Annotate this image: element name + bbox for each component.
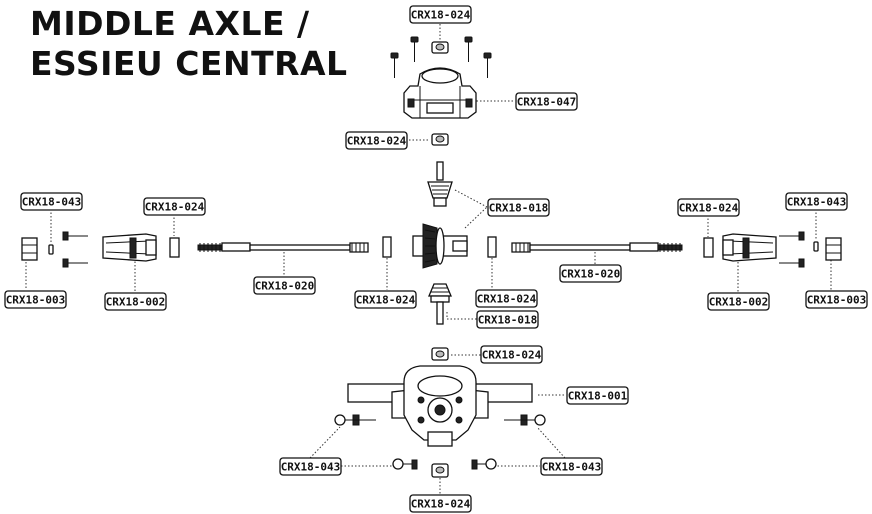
set-screws-side xyxy=(48,241,819,255)
label-crx18-002-left: CRX18-002 xyxy=(104,292,167,311)
label-crx18-024-right: CRX18-024 xyxy=(677,198,740,217)
svg-text:CRX18-047: CRX18-047 xyxy=(517,96,577,109)
pinion-gear-upper xyxy=(427,161,453,207)
svg-text:CRX18-043: CRX18-043 xyxy=(542,461,602,474)
pinion-gear-lower xyxy=(428,283,452,325)
svg-text:CRX18-001: CRX18-001 xyxy=(568,390,628,403)
screws-left xyxy=(62,231,88,268)
label-crx18-024-top: CRX18-024 xyxy=(409,5,472,24)
svg-text:CRX18-024: CRX18-024 xyxy=(679,202,739,215)
knuckle-left xyxy=(102,233,157,262)
svg-text:CRX18-003: CRX18-003 xyxy=(807,294,867,307)
label-crx18-020-right: CRX18-020 xyxy=(559,264,622,283)
label-crx18-043-bottom-left: CRX18-043 xyxy=(279,457,342,476)
label-crx18-001: CRX18-001 xyxy=(566,386,629,405)
leader-lines xyxy=(25,24,832,494)
label-crx18-024-center-right: CRX18-024 xyxy=(475,289,538,308)
label-crx18-003-left: CRX18-003 xyxy=(4,290,67,309)
axle-housing xyxy=(347,365,533,447)
ring-gear xyxy=(412,223,468,269)
label-crx18-043-left: CRX18-043 xyxy=(20,192,83,211)
label-crx18-020-left: CRX18-020 xyxy=(253,276,316,295)
label-crx18-047: CRX18-047 xyxy=(515,92,578,111)
label-crx18-024-center-left: CRX18-024 xyxy=(354,290,417,309)
title-line-1: MIDDLE AXLE / xyxy=(30,4,310,43)
svg-text:CRX18-024: CRX18-024 xyxy=(411,498,471,511)
cover-screws xyxy=(390,36,492,78)
svg-text:CRX18-018: CRX18-018 xyxy=(489,202,549,215)
hex-hubs xyxy=(21,237,842,261)
svg-text:CRX18-020: CRX18-020 xyxy=(561,268,621,281)
bearing-upper xyxy=(431,133,449,146)
svg-text:CRX18-024: CRX18-024 xyxy=(145,201,205,214)
axle-shaft-left xyxy=(197,242,369,253)
label-crx18-024-bottom: CRX18-024 xyxy=(409,494,472,513)
label-crx18-024-lower: CRX18-024 xyxy=(480,345,543,364)
center-bushings xyxy=(382,236,497,258)
svg-text:CRX18-002: CRX18-002 xyxy=(106,296,166,309)
svg-text:CRX18-043: CRX18-043 xyxy=(22,196,82,209)
svg-text:CRX18-024: CRX18-024 xyxy=(477,293,537,306)
svg-text:CRX18-002: CRX18-002 xyxy=(709,296,769,309)
svg-text:CRX18-024: CRX18-024 xyxy=(411,9,471,22)
label-crx18-002-right: CRX18-002 xyxy=(707,292,770,311)
label-crx18-043-bottom-right: CRX18-043 xyxy=(540,457,603,476)
bearing-top xyxy=(431,41,449,54)
title-line-2: ESSIEU CENTRAL xyxy=(30,44,348,83)
label-crx18-024-left: CRX18-024 xyxy=(143,197,206,216)
knuckle-right xyxy=(722,233,777,262)
screws-right xyxy=(779,231,805,268)
svg-text:CRX18-024: CRX18-024 xyxy=(482,349,542,362)
label-crx18-018-upper: CRX18-018 xyxy=(487,198,550,217)
gear-cover xyxy=(403,67,477,119)
axle-shaft-right xyxy=(511,242,683,253)
label-crx18-043-right: CRX18-043 xyxy=(785,192,848,211)
label-crx18-018-lower: CRX18-018 xyxy=(476,310,539,329)
svg-text:CRX18-018: CRX18-018 xyxy=(478,314,538,327)
svg-text:CRX18-043: CRX18-043 xyxy=(281,461,341,474)
bearing-lower xyxy=(431,347,449,361)
link-screws-bottom xyxy=(334,414,546,470)
label-crx18-024-upper: CRX18-024 xyxy=(345,131,408,150)
svg-text:CRX18-043: CRX18-043 xyxy=(787,196,847,209)
svg-text:CRX18-020: CRX18-020 xyxy=(255,280,315,293)
label-crx18-003-right: CRX18-003 xyxy=(805,290,868,309)
svg-text:CRX18-024: CRX18-024 xyxy=(347,135,407,148)
svg-text:CRX18-003: CRX18-003 xyxy=(6,294,66,307)
bearing-bottom xyxy=(431,463,449,478)
svg-text:CRX18-024: CRX18-024 xyxy=(356,294,416,307)
side-bushings xyxy=(169,237,714,258)
diagram-title: MIDDLE AXLE / ESSIEU CENTRAL xyxy=(30,4,348,84)
